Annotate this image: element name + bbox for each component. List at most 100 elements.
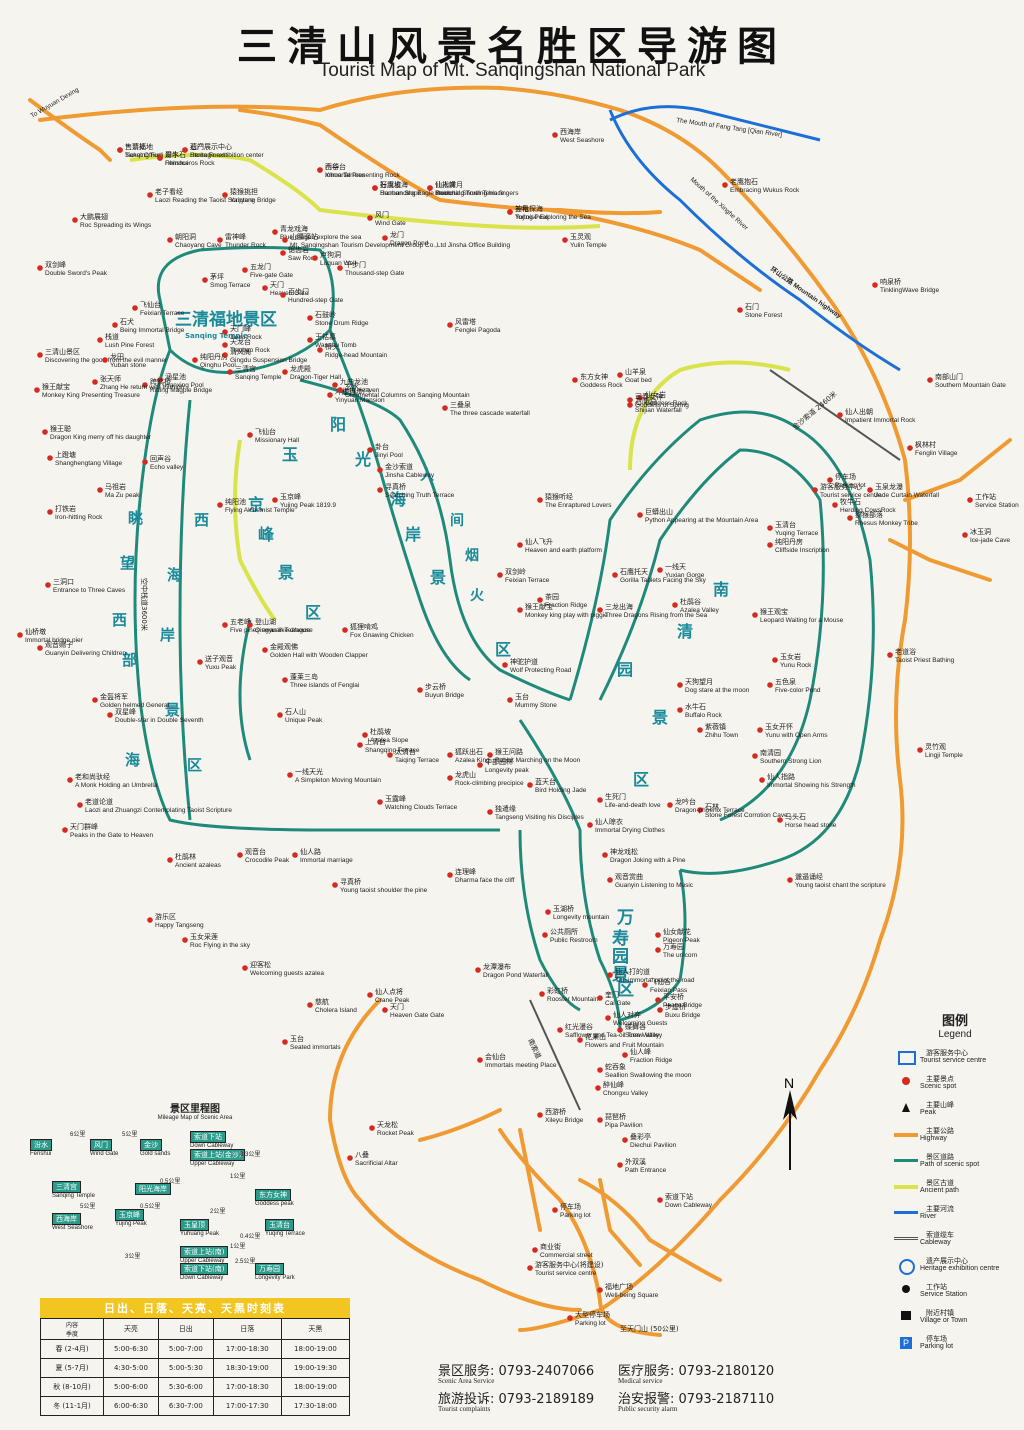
spot-name-cn: 醉仙峰 — [603, 1080, 624, 1089]
spot-name-cn: 玉台 — [515, 692, 529, 701]
red-dot-icon — [262, 285, 268, 291]
red-dot-icon — [277, 712, 283, 718]
red-dot-icon — [967, 497, 973, 503]
spot-name-en: Chongxu Valley — [603, 1090, 649, 1097]
svg-text:景: 景 — [165, 701, 180, 719]
spot-name-en: Five-gate Gate — [250, 272, 293, 279]
red-dot-icon — [382, 235, 388, 241]
map-title-cn: 三清山风景名胜区导游图 — [237, 23, 787, 70]
mileage-distance: 0.3公里 — [240, 1152, 261, 1158]
spot-name-en: Mummy Stone — [515, 702, 557, 709]
time-cell: 17:00-18:30 — [212, 1339, 282, 1359]
highway-north-inner2 — [548, 208, 762, 292]
red-dot-icon — [332, 882, 338, 888]
spot-name-en: Public Restroom — [550, 937, 598, 944]
spot-name-cn: 八叠 — [355, 1151, 369, 1159]
spot-name-cn: 大型停车场 — [575, 1310, 610, 1319]
spot-name-en: Monkey King Presenting Treasure — [42, 392, 140, 399]
spot-name-cn: 奎门 — [605, 990, 619, 999]
svg-text:峰: 峰 — [258, 525, 275, 544]
spot-name-en: Watching Clouds Terrace — [385, 804, 458, 811]
spot-name-en: TinklingWave Bridge — [880, 287, 940, 294]
spot-name-en: Feixian Terrace — [140, 310, 185, 317]
red-dot-icon — [657, 1197, 663, 1203]
spot-name-cn: 卦台 — [375, 442, 389, 451]
spot-name-cn: 玉台 — [290, 1034, 304, 1043]
red-dot-icon — [537, 497, 543, 503]
spot-name-en: Service Station — [975, 502, 1019, 509]
red-dot-icon — [42, 429, 48, 435]
spot-name-cn: 雷神峰 — [225, 232, 246, 241]
spot-name-en: Haohan Slope — [380, 190, 422, 197]
time-cell: 5:00-6:00 — [103, 1377, 159, 1397]
red-dot-icon — [282, 237, 288, 243]
season-cell: 夏 (5-7月) — [40, 1358, 104, 1378]
mileage-distance: 1公里 — [230, 1244, 246, 1250]
label-kong-zhong: 空中栈道3600米 — [140, 578, 149, 631]
spot-name-en: The Enraptured Lovers — [545, 502, 612, 509]
spot-name-en: Immortals meeting Place — [485, 1062, 557, 1069]
spot-name-cn: 中部园林 — [485, 757, 513, 766]
svg-text:望: 望 — [120, 554, 135, 572]
spot-name-cn: 玉清台 — [775, 520, 796, 529]
spot-name-en: Golden Hall with Wooden Clapper — [270, 652, 369, 659]
red-dot-icon — [545, 909, 551, 915]
spot-name-en: Blue dragon explore the sea — [280, 234, 362, 241]
red-dot-icon — [62, 827, 68, 833]
spot-name-en: Roc Spreading its Wings — [80, 222, 152, 229]
spot-name-en: Jiexu Rock — [230, 334, 263, 341]
svg-text:寿: 寿 — [612, 928, 629, 949]
red-dot-icon — [367, 447, 373, 453]
mileage-station: 万寿园 — [255, 1263, 284, 1275]
spot-name-cn: 桥头 — [325, 342, 339, 351]
spot-name-cn: 五老峰 — [230, 617, 251, 626]
spot-name-cn: 猕猴部落 — [855, 510, 883, 519]
red-dot-icon — [962, 532, 968, 538]
map-title-en: Tourist Map of Mt. Sanqingshan National … — [318, 60, 706, 81]
mileage-station: 风门 — [90, 1139, 112, 1151]
spot-name-cn: 山腰驿站 — [290, 232, 318, 241]
red-dot-icon — [527, 1265, 533, 1271]
time-cell: 17:30-18:00 — [280, 1396, 351, 1416]
spot-name-en: Cholera Island — [315, 1007, 357, 1014]
spot-name-en: Fraction Ridge — [630, 1057, 673, 1064]
ancient-path-north — [129, 153, 601, 230]
spot-name-en: Fenglei Pagoda — [455, 327, 501, 334]
red-dot-icon — [759, 777, 765, 783]
legend-label-en: Scenic spot — [920, 1083, 957, 1090]
spot-name-cn: 水牛石 — [685, 702, 706, 711]
spot-name-en: Roc Flying in the sky — [190, 942, 251, 949]
sun-time-table: 日出、日落、天亮、天黑时刻表 内容 季度 天亮 日出 日落 天黑 春 (2-4月… — [40, 1298, 351, 1416]
spot-name-cn: 卢狗洞 — [320, 250, 341, 259]
red-dot-icon — [557, 1027, 563, 1033]
svg-text:区: 区 — [495, 640, 511, 659]
yellow-line — [894, 1185, 918, 1189]
spot-name-en: Luquan Well — [320, 260, 357, 267]
spot-name-en: Dragon Joking with a Pine — [610, 857, 686, 864]
red-dot-icon — [237, 852, 243, 858]
red-dot-icon — [672, 602, 678, 608]
highway-south4 — [518, 1128, 542, 1232]
spot-name-en: Hundred-step Gate — [288, 297, 344, 304]
mileage-station: 玉京峰 — [115, 1209, 144, 1221]
red-dot-icon — [605, 1015, 611, 1021]
legend-label-cn: 景区古道 — [926, 1179, 954, 1187]
